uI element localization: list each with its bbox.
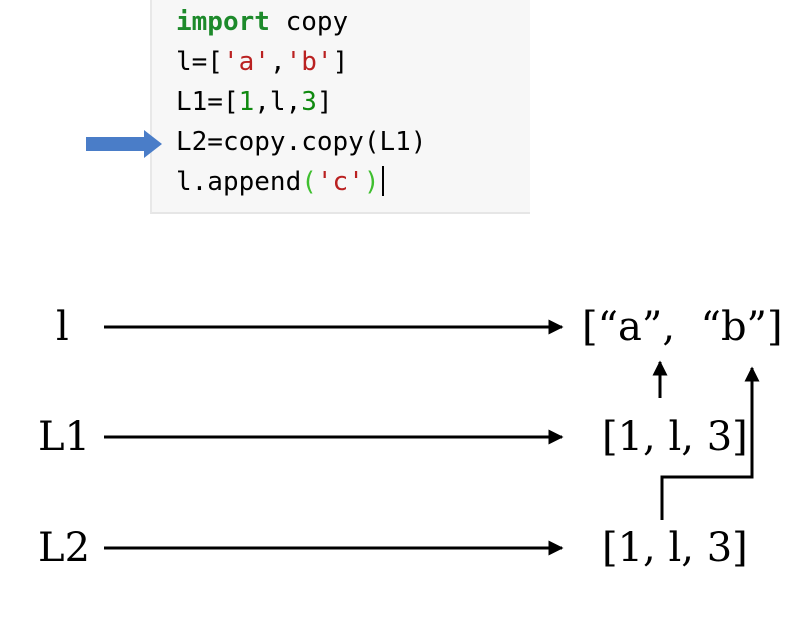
code-token: 'c' [316,167,364,197]
code-line-1: import copy [176,4,348,40]
code-token: ,l, [254,87,302,117]
code-token: 1 [238,87,255,117]
arrow-l2-ref [660,366,760,520]
code-token: L1=[ [176,87,239,117]
code-line-3: L1=[1,l,3] [176,84,333,120]
code-token: import [176,7,270,37]
code-token: 'b' [285,47,333,77]
list-letters: [“a”, “b”] [582,304,783,350]
text-cursor [381,166,384,196]
code-cell[interactable]: import copy l=['a','b'] L1=[1,l,3] L2=co… [150,0,530,214]
code-token: , [269,47,286,77]
list-l1: [1, l, 3] [602,414,748,460]
list-l2: [1, l, 3] [602,525,748,571]
code-line-2: l=['a','b'] [176,44,348,80]
code-token: l.append [176,167,302,197]
code-line-5: l.append('c') [176,164,384,200]
code-token: copy [269,7,349,37]
code-token: ) [363,167,380,197]
code-token: ] [316,87,333,117]
code-token: 'a' [222,47,270,77]
code-token: 3 [301,87,317,117]
code-token: ] [332,47,349,77]
code-token: ( [301,167,317,197]
code-token: L2=copy.copy(L1) [176,127,427,157]
code-line-4: L2=copy.copy(L1) [176,124,426,160]
code-token: l=[ [176,47,223,77]
label-l: l [56,304,69,350]
label-L1: L1 [38,414,91,460]
label-L2: L2 [38,525,91,571]
right-arrow-icon [86,130,162,158]
